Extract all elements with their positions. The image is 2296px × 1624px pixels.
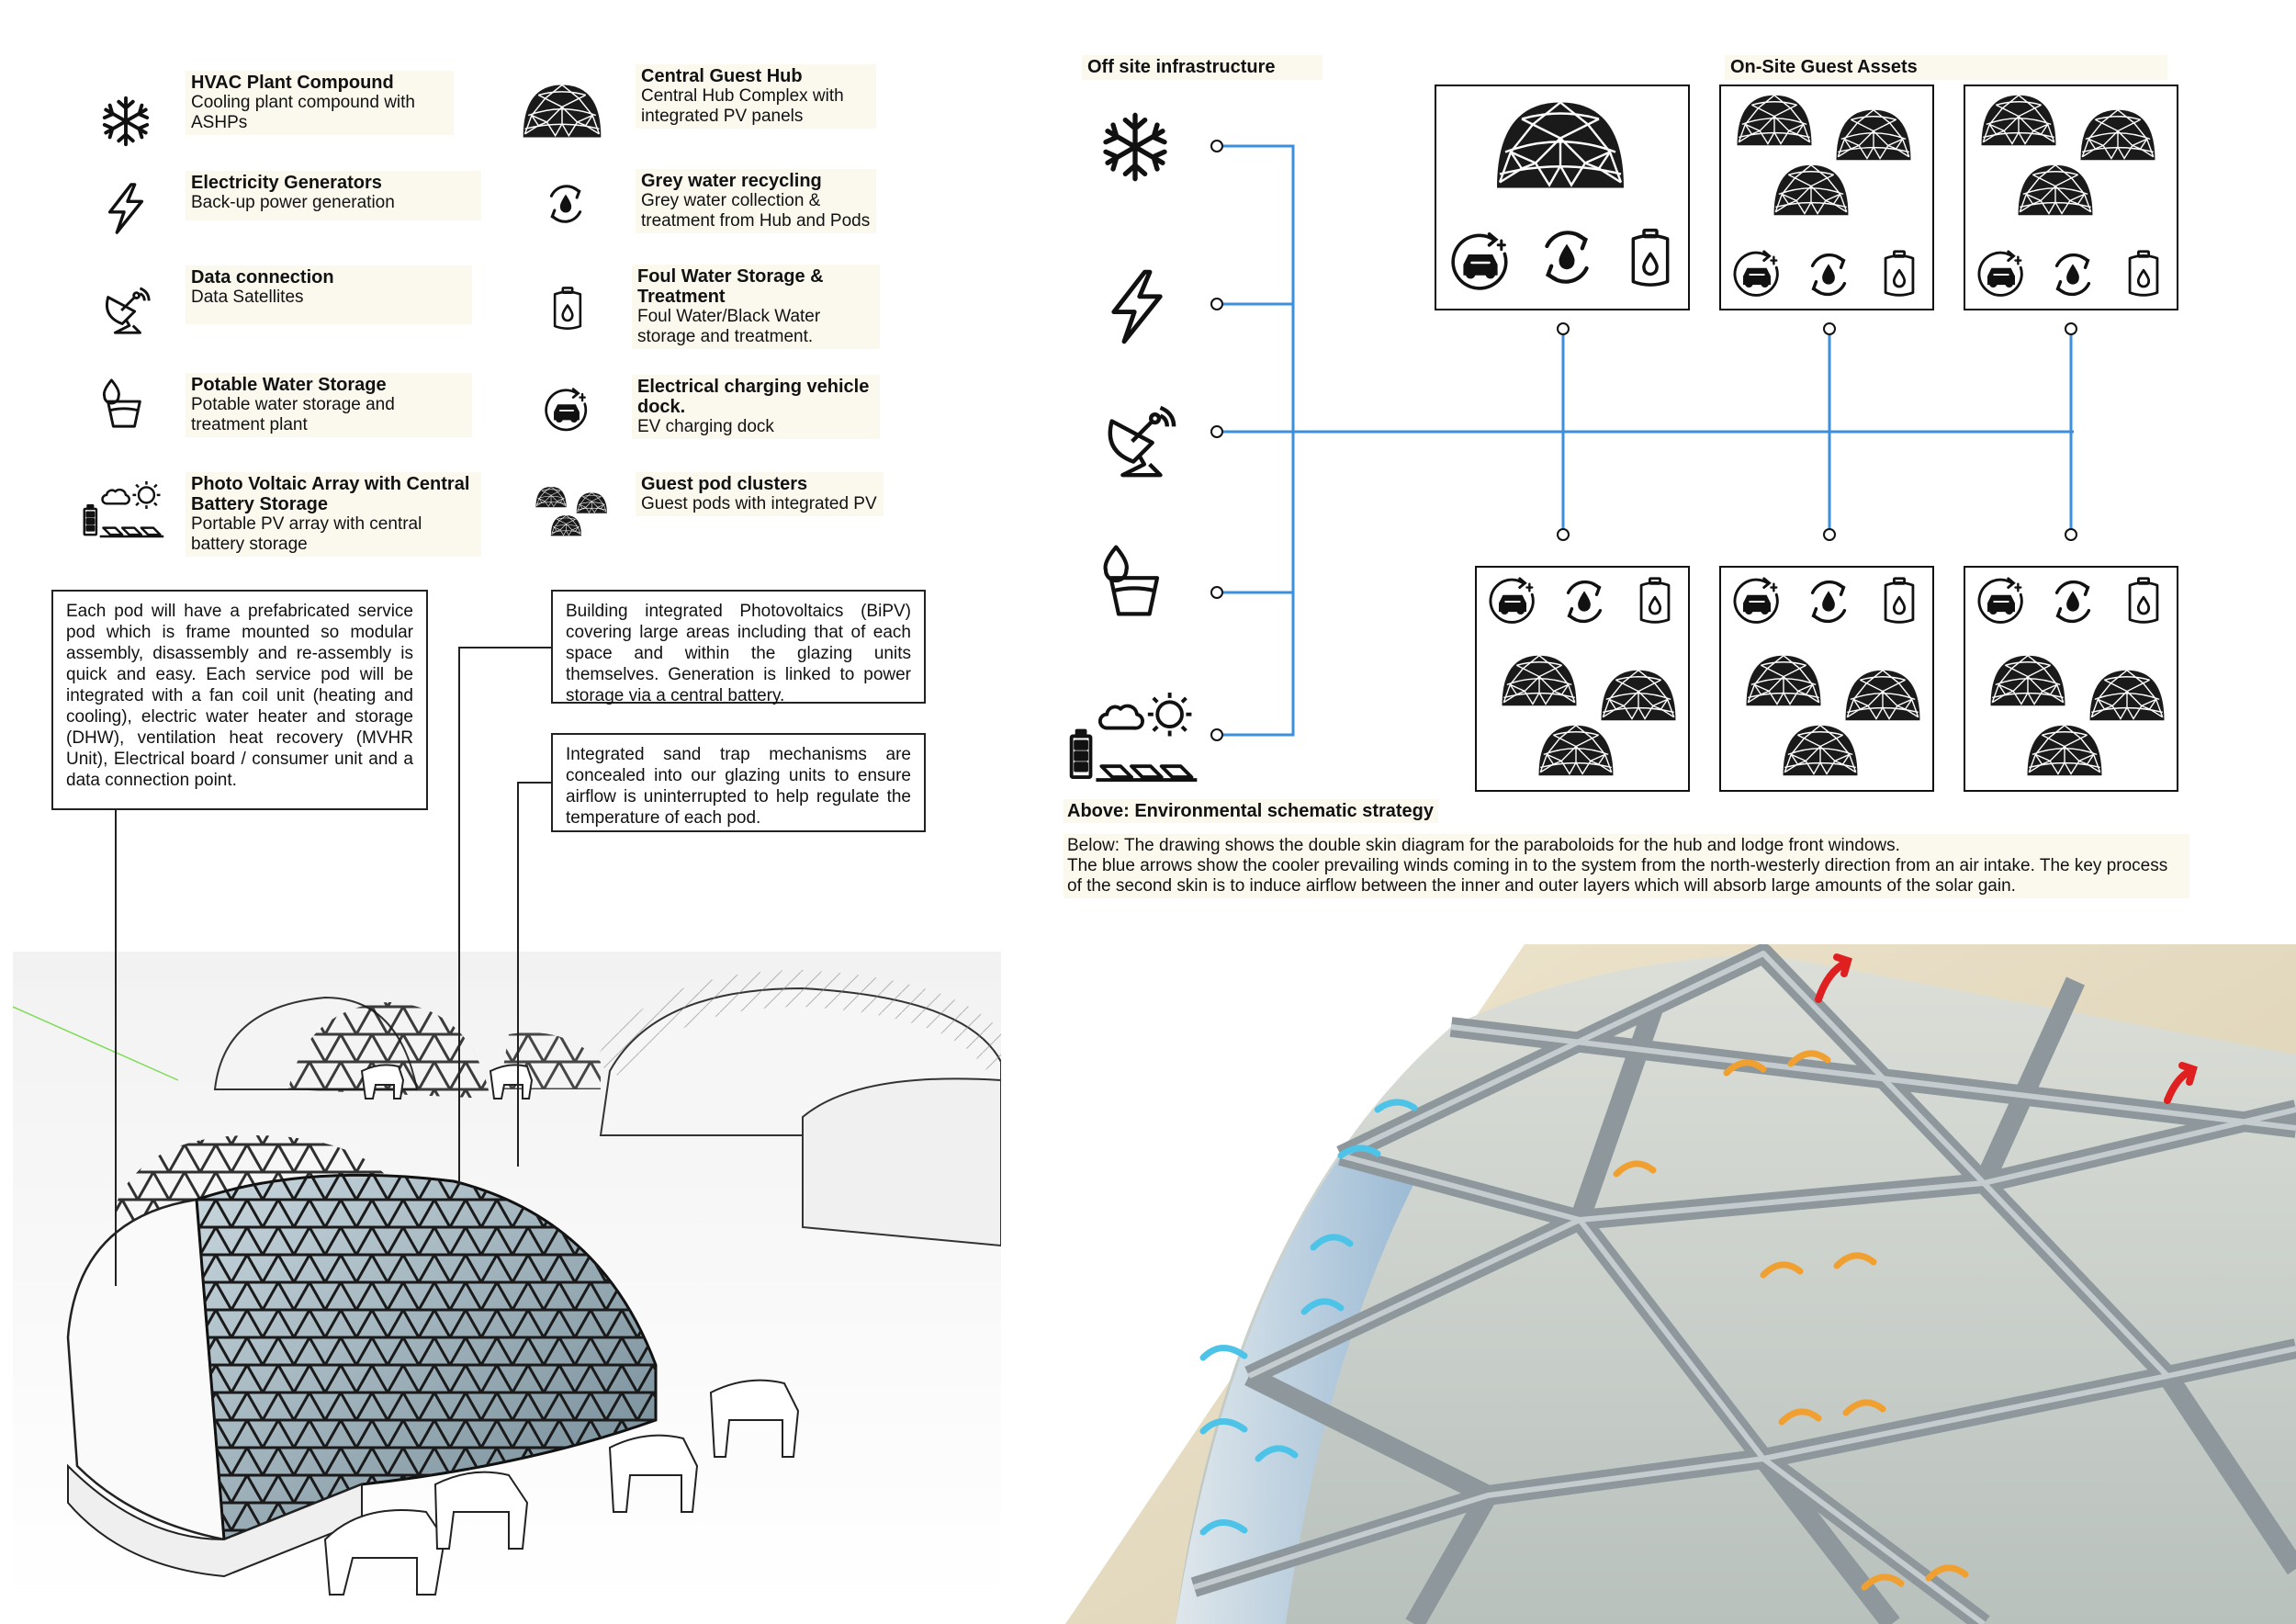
tank-icon (2118, 575, 2169, 626)
legend-title: Data connection (191, 267, 334, 288)
tank-icon (1874, 248, 1925, 299)
legend-title: Potable Water Storage (191, 375, 387, 395)
asset-box-pods-top-2 (1964, 85, 2178, 310)
pod-cluster-rendering (13, 952, 1001, 1606)
ev-charging-icon (1447, 230, 1514, 296)
callout-service-pod: Each pod will have a prefabricated servi… (51, 590, 428, 810)
water-recycle-icon (1534, 224, 1600, 290)
water-recycle-icon (1802, 575, 1855, 628)
double-skin-rendering (1065, 944, 2296, 1624)
legend-item-ev: Electrical charging vehicle dock. EV cha… (632, 375, 880, 439)
legend-title: Grey water recycling (641, 171, 822, 191)
legend-desc: Guest pods with integrated PV (641, 494, 877, 513)
ev-charging-icon (1730, 575, 1784, 628)
legend-title: HVAC Plant Compound (191, 73, 394, 93)
offsite-header: Off site infrastructure (1082, 55, 1322, 80)
legend-item-generators: Electricity Generators Back-up power gen… (186, 171, 481, 220)
legend-desc: Grey water collection & treatment from H… (641, 191, 871, 231)
legend-item-grey: Grey water recycling Grey water collecti… (636, 169, 876, 233)
legend-desc: Central Hub Complex with integrated PV p… (641, 86, 844, 126)
tank-icon (1874, 575, 1925, 626)
asset-box-hub (1435, 85, 1690, 310)
legend-title: Electricity Generators (191, 173, 382, 193)
asset-box-pods-bottom-1 (1475, 566, 1690, 792)
legend-desc: Potable water storage and treatment plan… (191, 395, 395, 434)
lightning-icon (1098, 268, 1176, 345)
satellite-dish-icon (1098, 402, 1179, 483)
water-recycle-icon (2046, 248, 2099, 301)
callout-sand-trap: Integrated sand trap mechanisms are conc… (551, 733, 926, 832)
pod-cluster-icon (1499, 652, 1683, 781)
legend-title: Photo Voltaic Array with Central Battery… (191, 474, 470, 514)
asset-box-pods-bottom-3 (1964, 566, 2178, 792)
callout-bipv: Building integrated Photovoltaics (BiPV)… (551, 590, 926, 705)
legend-title: Guest pod clusters (641, 474, 808, 494)
asset-box-pods-bottom-2 (1719, 566, 1934, 792)
onsite-header: On-Site Guest Assets (1725, 55, 2167, 80)
legend-item-pods: Guest pod clusters Guest pods with integ… (636, 472, 884, 516)
caption-below: Below: The drawing shows the double skin… (1064, 834, 2189, 898)
water-recycle-icon (1558, 575, 1611, 628)
ev-charging-icon (1975, 248, 2028, 301)
legend-desc: Data Satellites (191, 288, 304, 307)
tank-icon (1629, 575, 1681, 626)
legend-title: Electrical charging vehicle dock. (637, 377, 870, 417)
tank-icon (1618, 226, 1683, 290)
schematic-connections (1210, 140, 2077, 741)
legend-desc: Portable PV array with central battery s… (191, 514, 422, 554)
solar-battery-icon (1065, 687, 1203, 783)
pod-cluster-icon (1978, 92, 2162, 220)
snowflake-icon (1098, 110, 1172, 184)
caption-above: Above: Environmental schematic strategy (1064, 799, 1438, 823)
tank-icon (2118, 248, 2169, 299)
legend-title: Central Guest Hub (641, 66, 803, 86)
legend-desc: Back-up power generation (191, 193, 395, 212)
legend-item-pv: Photo Voltaic Array with Central Battery… (186, 472, 481, 557)
legend-item-hub: Central Guest Hub Central Hub Complex wi… (636, 64, 876, 129)
legend-item-hvac: HVAC Plant Compound Cooling plant compou… (186, 71, 454, 135)
ev-charging-icon (1975, 575, 2028, 628)
water-recycle-icon (1802, 248, 1855, 301)
ev-charging-icon (1486, 575, 1539, 628)
legend-desc: Foul Water/Black Water storage and treat… (637, 307, 821, 346)
ev-charging-icon (1730, 248, 1784, 301)
water-glass-icon (1093, 542, 1170, 619)
legend-desc: Cooling plant compound with ASHPs (191, 93, 415, 132)
geodesic-dome-icon (1491, 96, 1629, 195)
pod-cluster-icon (1734, 92, 1918, 220)
pod-cluster-icon (1987, 652, 2171, 781)
legend-item-potable: Potable Water Storage Potable water stor… (186, 373, 472, 437)
legend-item-data: Data connection Data Satellites (186, 265, 472, 324)
legend-item-foul: Foul Water Storage & Treatment Foul Wate… (632, 265, 880, 349)
pod-cluster-icon (1743, 652, 1927, 781)
legend-desc: EV charging dock (637, 417, 774, 436)
legend-title: Foul Water Storage & Treatment (637, 266, 824, 307)
water-recycle-icon (2046, 575, 2099, 628)
callout-leader-lines (115, 647, 551, 1286)
asset-box-pods-top-1 (1719, 85, 1934, 310)
